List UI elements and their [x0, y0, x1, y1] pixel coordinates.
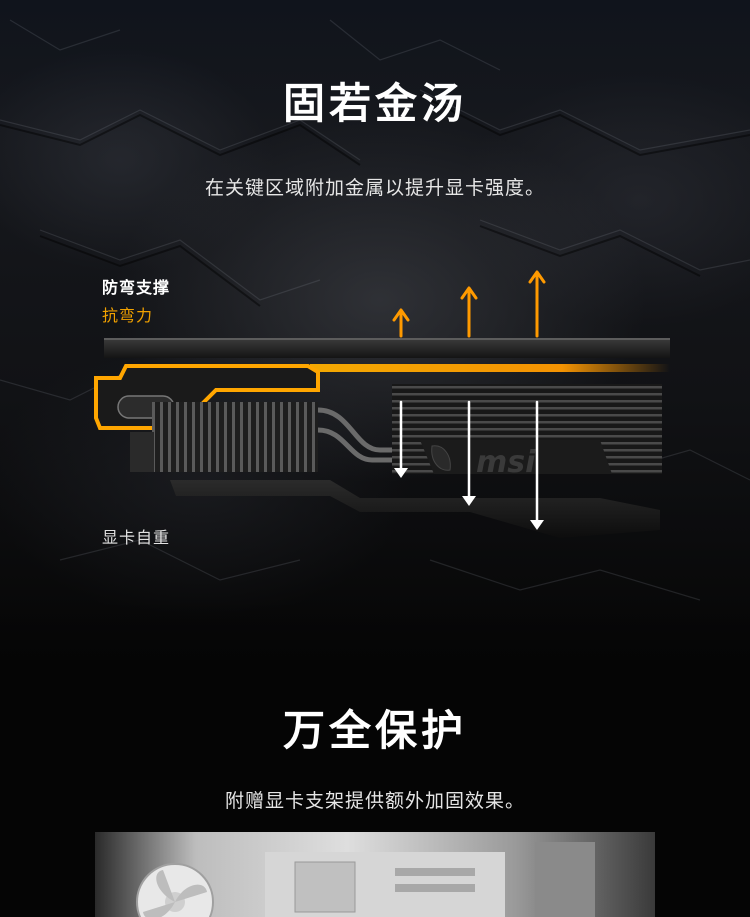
label-anti-bend-brace: 防弯支撑 [102, 278, 171, 297]
down-arrow-3 [530, 400, 544, 530]
section-title-protection: 万全保护 [282, 706, 467, 755]
up-arrow-2 [460, 286, 478, 338]
card-weight-arrows [394, 400, 544, 530]
up-arrow-1 [392, 308, 410, 338]
down-arrow-1 [394, 400, 408, 478]
msi-logo: msi [431, 445, 536, 480]
heatsink-fins-left [130, 402, 318, 472]
section-title-sturdy: 固若金汤 [282, 79, 467, 128]
label-card-weight: 显卡自重 [102, 528, 171, 547]
heat-pipes [317, 407, 400, 463]
brand-logo-text: msi [476, 445, 536, 480]
rock-texture-background [0, 0, 750, 660]
section-subtitle-protection: 附赠显卡支架提供额外加固效果。 [224, 790, 525, 812]
section-subtitle-sturdy: 在关键区域附加金属以提升显卡强度。 [204, 177, 545, 199]
case-fan-icon [136, 863, 214, 917]
up-arrow-3 [528, 270, 546, 338]
anti-bend-force-arrows [392, 270, 546, 338]
down-arrow-2 [462, 400, 476, 506]
anti-bend-brace-glow [94, 364, 670, 430]
label-anti-bend-force: 抗弯力 [102, 306, 154, 325]
graphics-card-diagram: msi [94, 270, 670, 538]
pc-case-photo [95, 832, 655, 917]
backplate [104, 338, 670, 358]
